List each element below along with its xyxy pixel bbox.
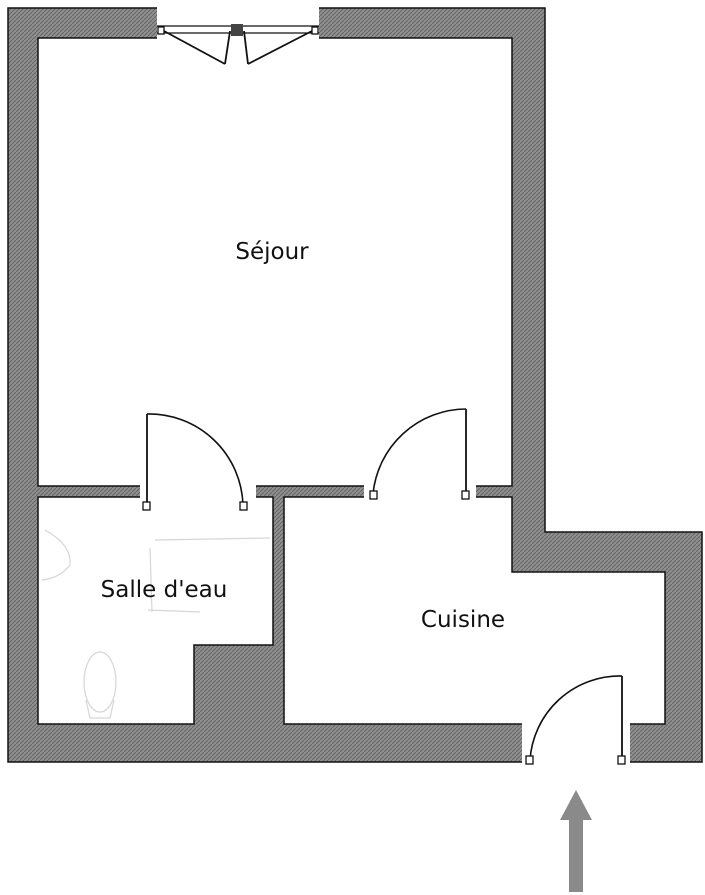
- room-label-cuisine: Cuisine: [421, 607, 505, 633]
- cuisine-floor: [283, 496, 666, 725]
- door-salle-deau: [142, 413, 248, 511]
- room-label-salle-deau: Salle d'eau: [101, 577, 228, 603]
- opening-sejour-salle: [140, 484, 256, 499]
- door-entrance: [525, 675, 626, 765]
- opening-entrance: [522, 722, 630, 764]
- room-label-sejour: Séjour: [235, 239, 309, 265]
- door-cuisine: [369, 408, 470, 500]
- window: [157, 24, 319, 65]
- sejour-floor: [37, 37, 513, 487]
- bathroom-fixtures: [41, 529, 271, 719]
- opening-sejour-cuisine: [364, 484, 476, 499]
- arrow-up-icon: [560, 790, 592, 892]
